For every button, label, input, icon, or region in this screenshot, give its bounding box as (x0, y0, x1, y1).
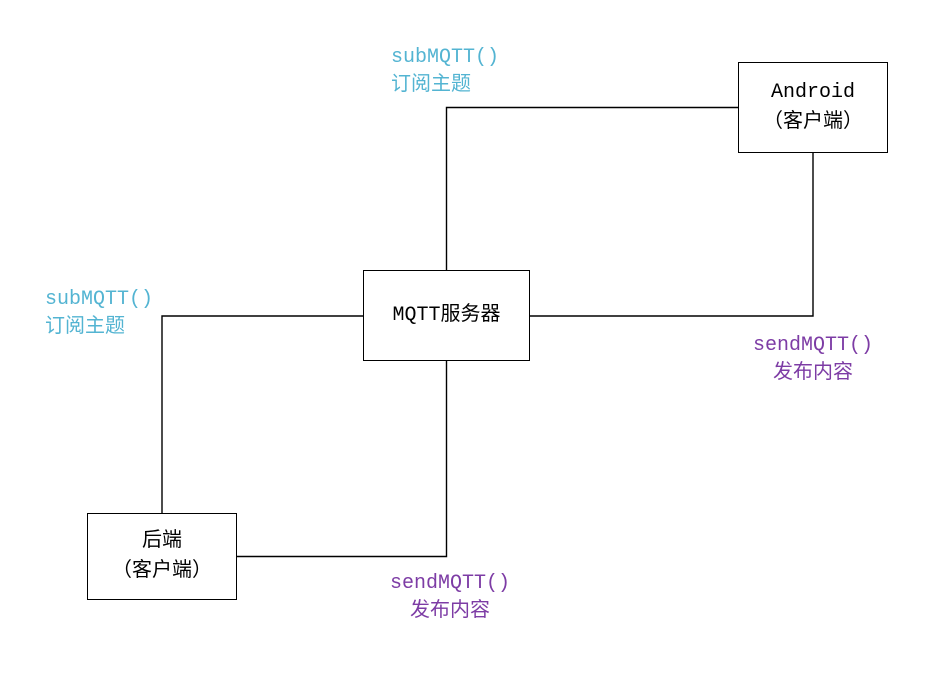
node-backend-title: 后端 (142, 529, 182, 553)
label-sendmqtt-android-function: sendMQTT() (752, 334, 874, 357)
label-sendmqtt-backend-description: 发布内容 (410, 600, 490, 623)
connector-backend-publish-line (237, 361, 448, 558)
node-backend-subtitle: （客户端） (112, 559, 212, 583)
node-android-title: Android (770, 80, 855, 104)
label-submqtt-android: subMQTT() 订阅主题 (391, 44, 499, 100)
node-android-subtitle: （客户端） (763, 110, 863, 134)
node-mqtt-title: MQTT服务器 (392, 303, 501, 327)
connector-android-subscribe-line (445, 106, 738, 270)
label-submqtt-android-description: 订阅主题 (391, 74, 471, 97)
label-submqtt-backend-description: 订阅主题 (45, 316, 125, 339)
label-sendmqtt-android-description: 发布内容 (773, 362, 853, 385)
connector-android-publish-line (530, 153, 814, 317)
label-sendmqtt-backend: sendMQTT() 发布内容 (385, 570, 515, 626)
label-submqtt-backend-function: subMQTT() (45, 288, 154, 311)
node-android-client: Android （客户端） (738, 62, 888, 153)
node-mqtt-server: MQTT服务器 (363, 270, 530, 361)
node-backend-client: 后端 （客户端） (87, 513, 237, 600)
label-sendmqtt-backend-function: sendMQTT() (389, 572, 511, 595)
label-submqtt-backend: subMQTT() 订阅主题 (45, 286, 153, 342)
label-submqtt-android-function: subMQTT() (391, 46, 500, 69)
connector-backend-subscribe-line (161, 315, 363, 513)
label-sendmqtt-android: sendMQTT() 发布内容 (748, 332, 878, 388)
